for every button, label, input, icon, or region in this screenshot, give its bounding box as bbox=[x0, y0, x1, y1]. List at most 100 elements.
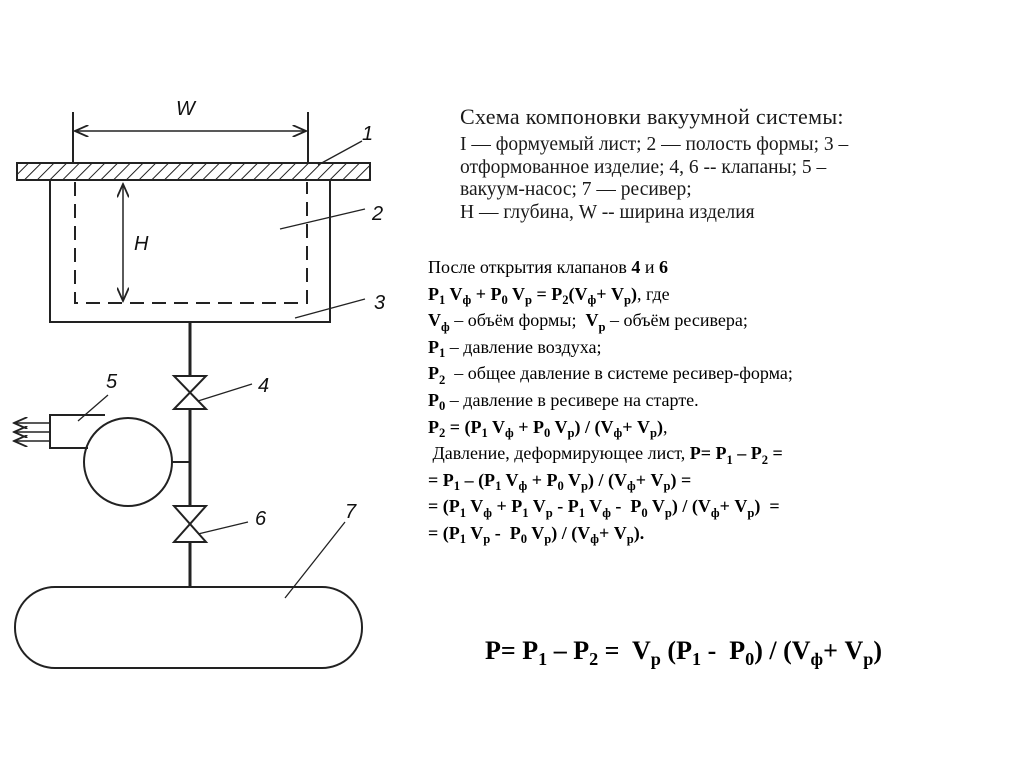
formula-subscript: ф bbox=[602, 505, 611, 520]
formula-line: = (P1 Vф + P1 Vр - P1 Vф - P0 Vр) / (Vф+… bbox=[428, 493, 793, 520]
vacuum-pump bbox=[83, 417, 173, 507]
formula-subscript: ф bbox=[483, 505, 492, 520]
label-5: 5 bbox=[106, 371, 118, 393]
label-7: 7 bbox=[345, 501, 357, 523]
formula-text: = (P bbox=[428, 496, 460, 517]
formula-text: V bbox=[445, 283, 463, 304]
formula-text: V bbox=[527, 522, 545, 543]
formula-subscript: 1 bbox=[459, 532, 467, 547]
formula-text: P bbox=[428, 336, 439, 357]
formula-text: V bbox=[647, 496, 665, 517]
valve-4 bbox=[171, 375, 209, 410]
label-h: H bbox=[134, 233, 149, 255]
formula-text: + V bbox=[823, 636, 864, 665]
formula-subscript: 2 bbox=[439, 425, 446, 440]
formula-text: (V bbox=[568, 283, 588, 304]
formula-text: + P bbox=[513, 416, 545, 437]
formula-subscript: р bbox=[663, 479, 671, 494]
formula-text: - P bbox=[701, 636, 746, 665]
formula-text: - P bbox=[490, 522, 521, 543]
formula-subscript: 1 bbox=[691, 649, 702, 670]
valve-6 bbox=[171, 505, 209, 543]
formula-text: V bbox=[585, 496, 603, 517]
legend-line: H — глубина, W -- ширина изделия bbox=[460, 201, 755, 223]
formula-line: Vф – объём формы; Vр – объём ресивера; bbox=[428, 307, 793, 334]
formula-subscript: р bbox=[863, 649, 874, 670]
formula-subscript: ф bbox=[505, 425, 514, 440]
formula-text: – общее давление в системе ресивер-форма… bbox=[445, 363, 793, 384]
formula-text: ) = bbox=[754, 496, 780, 517]
formula-subscript: ф bbox=[441, 319, 450, 334]
formula-subscript: 1 bbox=[439, 293, 446, 307]
formula-text: 4 bbox=[631, 257, 641, 277]
formula-subscript: 0 bbox=[557, 479, 564, 494]
diagram-legend: Схема компоновки вакуумной системы: I — … bbox=[460, 104, 1000, 224]
formula-subscript: ф bbox=[810, 649, 824, 670]
formula-text: – объём ресивера; bbox=[605, 310, 748, 331]
formula-subscript: р bbox=[664, 505, 672, 520]
formula-line: P1 Vф + P0 Vр = P2(Vф+ Vр), где bbox=[428, 281, 793, 308]
formed-sheet bbox=[16, 162, 371, 181]
formula-subscript: р bbox=[650, 425, 658, 440]
formula-text: - P bbox=[552, 496, 579, 517]
formula-text: V bbox=[466, 522, 484, 543]
formula-text: P= P bbox=[689, 443, 727, 464]
formula-text: (P bbox=[660, 636, 692, 665]
formula-text: V bbox=[585, 310, 599, 331]
formula-text: = P bbox=[531, 283, 563, 304]
formula-subscript: 1 bbox=[578, 505, 586, 520]
formula-text: После открытия клапанов bbox=[428, 257, 632, 277]
label-w: W bbox=[176, 98, 197, 120]
formula-subscript: р bbox=[581, 479, 589, 494]
formula-text: P bbox=[428, 363, 439, 384]
formula-text: P= P bbox=[485, 636, 539, 665]
formula-subscript: 2 bbox=[761, 452, 769, 467]
formula-text: P bbox=[428, 283, 439, 304]
formula-text: – P bbox=[732, 443, 762, 464]
formula-text: V bbox=[487, 416, 506, 437]
formula-text: – давление в ресивере на старте. bbox=[445, 389, 699, 410]
formula-subscript: ф bbox=[462, 293, 472, 307]
formula-text: + V bbox=[596, 283, 625, 304]
formula-text: P bbox=[428, 389, 439, 410]
formula-text: + P bbox=[471, 283, 502, 304]
formula-subscript: р bbox=[598, 319, 606, 334]
label-3: 3 bbox=[374, 292, 385, 314]
formula-text: – (P bbox=[460, 469, 496, 490]
receiver bbox=[14, 586, 363, 669]
formula-text: V bbox=[563, 469, 582, 490]
formula-subscript: р bbox=[747, 505, 755, 520]
formula-subscript: ф bbox=[613, 425, 623, 440]
formula-text: V bbox=[428, 310, 441, 331]
formula-text: V bbox=[466, 496, 484, 517]
formula-subscript: 1 bbox=[495, 479, 502, 494]
formula-subscript: 0 bbox=[439, 399, 446, 414]
formula-subscript: ф bbox=[518, 479, 528, 494]
formula-subscript: 1 bbox=[726, 452, 733, 467]
formula-text: ) / (V bbox=[671, 496, 711, 517]
formula-line: P1 – давление воздуха; bbox=[428, 334, 793, 361]
formula-text: = (P bbox=[428, 522, 460, 543]
final-formula: P= P1 – P2 = Vр (P1 - P0) / (Vф+ Vр) bbox=[485, 636, 882, 670]
formula-subscript: р bbox=[567, 425, 575, 440]
formula-line: = P1 – (P1 Vф + P0 Vр) / (Vф+ Vр) = bbox=[428, 467, 793, 494]
formula-line: Давление, деформирующее лист, P= P1 – P2… bbox=[428, 440, 793, 467]
formula-subscript: ф bbox=[587, 293, 597, 307]
formula-text: + V bbox=[719, 496, 748, 517]
formula-subscript: 0 bbox=[501, 293, 508, 307]
formula-text: ) bbox=[657, 416, 664, 437]
formula-text: – объём формы; bbox=[449, 310, 586, 331]
formula-text: – P bbox=[547, 636, 590, 665]
legend-title: Схема компоновки вакуумной системы: bbox=[460, 104, 844, 129]
formula-text: ) / (V bbox=[574, 416, 614, 437]
formula-subscript: ф bbox=[590, 532, 599, 547]
formula-text: - P bbox=[610, 496, 642, 517]
formula-text: ) / (V bbox=[754, 636, 811, 665]
formula-text: ). bbox=[633, 522, 645, 543]
formula-subscript: 1 bbox=[453, 479, 461, 494]
formula-text: = P bbox=[428, 469, 454, 490]
formula-text: – давление воздуха; bbox=[445, 336, 602, 357]
formula-text: = (P bbox=[445, 416, 482, 437]
